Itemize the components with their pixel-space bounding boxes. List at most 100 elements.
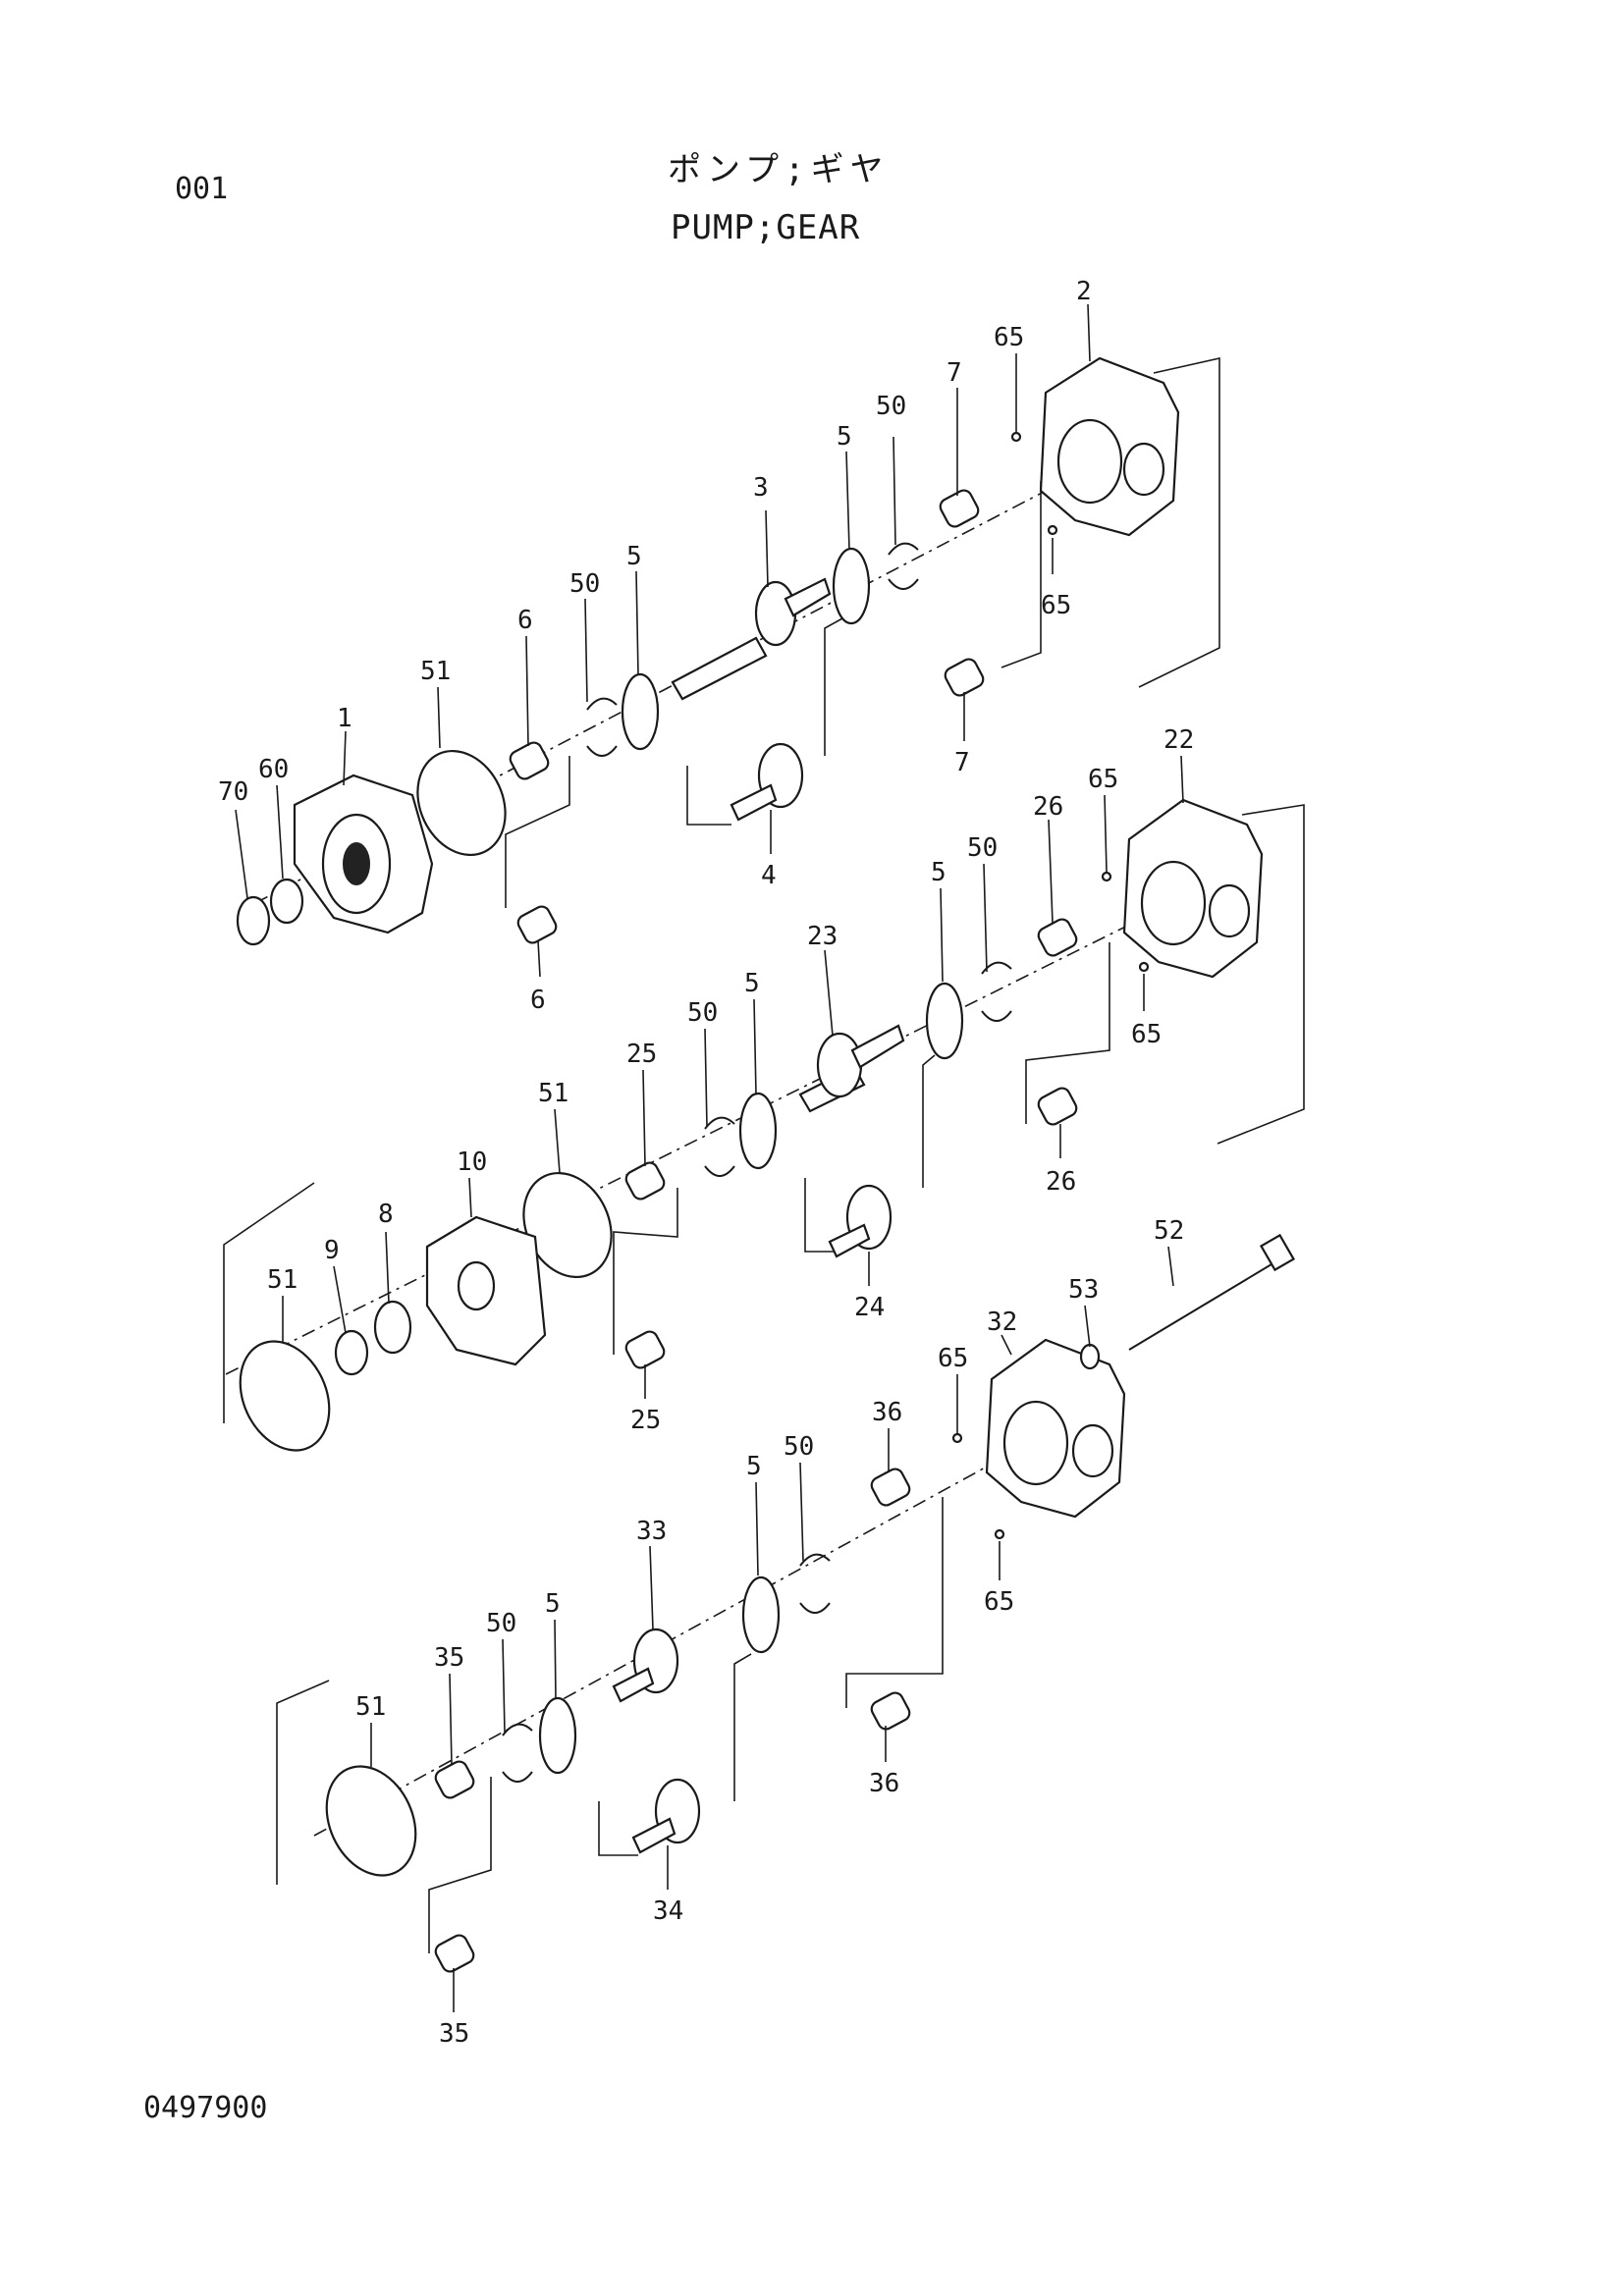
callout-52: 52 — [1154, 1216, 1184, 1246]
callout-26: 26 — [1033, 792, 1063, 822]
oring-51d — [325, 1765, 417, 1877]
bushing-36a — [870, 1468, 911, 1507]
bushing-25a — [624, 1161, 666, 1201]
body-bore — [1056, 418, 1123, 505]
callout-5: 5 — [626, 542, 642, 571]
shaft-4 — [730, 783, 778, 822]
leader-6 — [505, 756, 570, 908]
callout-3: 3 — [753, 473, 769, 503]
callout-33: 33 — [636, 1517, 667, 1546]
callout-50: 50 — [876, 392, 906, 421]
dot-65d — [1138, 961, 1150, 973]
callout-7: 7 — [947, 358, 962, 388]
callout-2: 2 — [1076, 277, 1092, 306]
snapring-70 — [236, 895, 271, 946]
leader-5c — [922, 1054, 936, 1188]
seal-50a — [888, 542, 919, 590]
body32-bore — [1002, 1400, 1069, 1486]
callout-9: 9 — [324, 1236, 340, 1265]
bushing-7a — [939, 489, 980, 528]
oring-51c — [239, 1340, 331, 1452]
flange-bore — [457, 1260, 496, 1311]
leader-36 — [845, 1497, 944, 1708]
bearing-8 — [373, 1300, 412, 1355]
callout-8: 8 — [378, 1200, 394, 1229]
callout-60: 60 — [258, 755, 289, 784]
callout-26: 26 — [1046, 1167, 1076, 1197]
bushing-6a — [509, 741, 550, 780]
callout-5: 5 — [931, 858, 947, 887]
callout-24: 24 — [854, 1293, 885, 1322]
leader-50f — [502, 1638, 506, 1734]
leader-3 — [765, 509, 769, 588]
callout-23: 23 — [807, 922, 838, 951]
callout-51: 51 — [267, 1265, 298, 1295]
leader-26 — [1025, 942, 1110, 1124]
callout-70: 70 — [218, 777, 248, 807]
plate-5f — [538, 1696, 577, 1775]
leader-51a — [437, 686, 441, 749]
callout-22: 22 — [1163, 725, 1194, 755]
dot-65b — [1047, 524, 1058, 536]
leader-50d — [704, 1028, 708, 1128]
locator-dots — [951, 431, 1150, 1540]
leader-5c-top — [940, 887, 944, 983]
callout-1: 1 — [337, 704, 352, 733]
callout-50: 50 — [784, 1432, 814, 1462]
callout-50: 50 — [486, 1609, 516, 1638]
leader-32 — [1001, 1334, 1012, 1356]
leader-60 — [276, 784, 284, 880]
plate-5a — [832, 547, 871, 625]
bushing-26b — [1037, 1087, 1078, 1126]
bolt-head-52 — [1259, 1233, 1296, 1272]
body22-port — [1208, 883, 1251, 938]
callout-6: 6 — [517, 606, 533, 635]
callout-7: 7 — [954, 748, 970, 777]
callout-36: 36 — [872, 1398, 902, 1427]
callout-65: 65 — [994, 323, 1024, 352]
axis-line-3 — [313, 1393, 1120, 1837]
callout-labels: 2 65 7 50 5 3 65 5 50 6 51 1 60 70 6 4 7… — [218, 277, 1194, 2049]
leader-5e-top — [755, 1481, 759, 1576]
bushing-35a — [434, 1760, 475, 1799]
callout-5: 5 — [744, 969, 760, 998]
body32-port — [1071, 1423, 1114, 1478]
washer-53 — [1079, 1343, 1101, 1370]
leader-5a-top — [845, 451, 850, 551]
leader-34 — [598, 1801, 638, 1856]
axis-line-2 — [225, 863, 1253, 1375]
leader-5d-top — [753, 998, 757, 1095]
callout-50: 50 — [687, 998, 718, 1028]
leader-4 — [686, 766, 731, 826]
leader-6b — [537, 939, 541, 978]
oring-51a — [416, 749, 507, 857]
callout-5: 5 — [746, 1452, 762, 1481]
seal-50b — [586, 697, 618, 757]
dot-65c — [1101, 871, 1112, 882]
callout-5: 5 — [545, 1589, 561, 1619]
gear-3 — [754, 580, 797, 647]
leader-35a — [449, 1673, 453, 1766]
callout-65: 65 — [1041, 591, 1071, 620]
plate-5d — [738, 1092, 778, 1170]
seal-50c — [981, 961, 1012, 1022]
leader-22 — [1180, 755, 1184, 804]
seal-50d — [704, 1116, 735, 1177]
plate-5c — [925, 982, 964, 1060]
cover-bore-shade — [343, 842, 370, 885]
callout-50: 50 — [569, 569, 600, 599]
dot-65a — [1010, 431, 1022, 443]
pump-section-2 — [223, 798, 1305, 1452]
callout-leaders — [235, 303, 1184, 2012]
seal-50f — [502, 1723, 533, 1783]
leader-50a — [893, 436, 896, 546]
dot-65f — [994, 1528, 1005, 1540]
leader-26a — [1048, 819, 1054, 924]
callout-34: 34 — [653, 1896, 683, 1926]
leader-7 — [1001, 481, 1042, 668]
bushing-26a — [1037, 918, 1078, 957]
pump-section-1 — [236, 356, 1220, 946]
bolt-52 — [1128, 1260, 1277, 1351]
leader-50e — [799, 1462, 804, 1562]
